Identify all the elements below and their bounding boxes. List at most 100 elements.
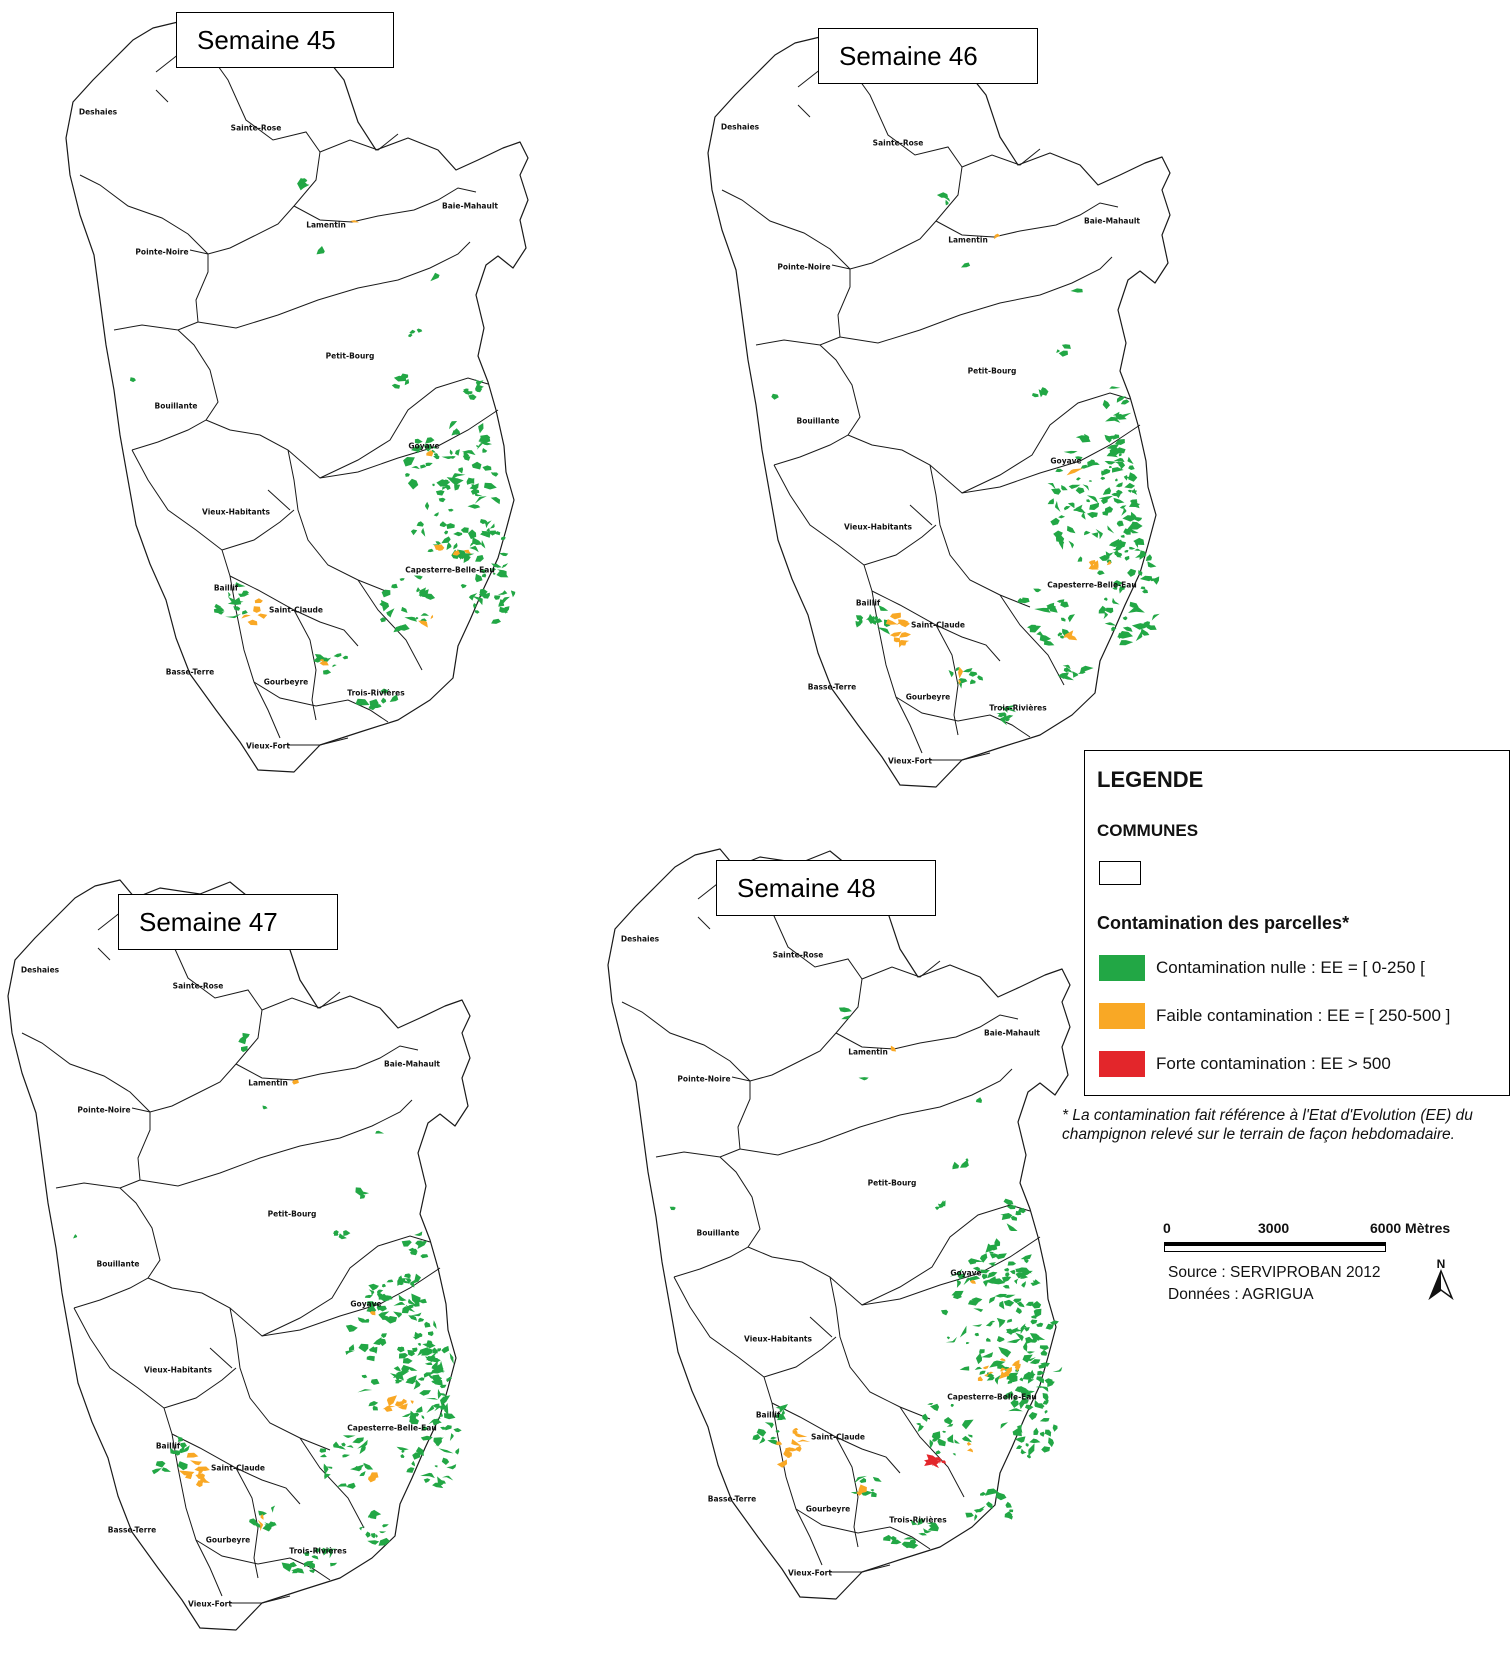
plot-contamination-nulle (482, 448, 488, 453)
commune-label-gourbeyre: Gourbeyre (905, 692, 951, 702)
plot-contamination-nulle (989, 1251, 994, 1254)
plot-faible-contamination (178, 1470, 195, 1476)
plot-contamination-nulle (471, 595, 483, 606)
plot-contamination-nulle (771, 393, 779, 400)
plot-contamination-nulle (242, 610, 248, 615)
commune-boundary (79, 174, 209, 331)
plot-contamination-nulle (1016, 1267, 1032, 1274)
plot-contamination-nulle (427, 548, 434, 553)
plot-faible-contamination (796, 1439, 811, 1443)
plot-contamination-nulle (998, 1346, 1012, 1358)
plot-contamination-nulle (1017, 1424, 1023, 1433)
plot-contamination-nulle (1042, 1393, 1049, 1402)
plot-contamination-nulle (235, 582, 246, 588)
island-map-svg (607, 848, 1071, 1600)
plot-contamination-nulle (421, 1426, 429, 1431)
plot-contamination-nulle (1037, 1370, 1045, 1376)
commune-label-lamentin: Lamentin (306, 220, 346, 230)
plot-contamination-nulle (386, 608, 395, 618)
north-label: N (1437, 1257, 1446, 1271)
plot-contamination-nulle (441, 536, 451, 544)
plot-contamination-nulle (977, 675, 984, 681)
plot-contamination-nulle (497, 569, 507, 577)
plot-contamination-nulle (965, 1158, 969, 1162)
plot-contamination-nulle (1139, 550, 1147, 560)
commune-boundary (299, 1437, 365, 1529)
plot-forte-contamination (938, 1456, 942, 1464)
plot-contamination-nulle (969, 1275, 981, 1281)
commune-boundary (235, 1045, 419, 1081)
plot-contamination-nulle (425, 1356, 439, 1362)
commune-boundary (261, 1235, 431, 1337)
plot-faible-contamination (898, 640, 910, 648)
plot-contamination-nulle (1113, 457, 1125, 462)
plot-contamination-nulle (365, 1531, 371, 1538)
commune-label-vieux-fort: Vieux-Fort (188, 1599, 232, 1609)
plot-contamination-nulle (1061, 344, 1071, 349)
plot-contamination-nulle (303, 1551, 310, 1556)
plot-contamination-nulle (495, 563, 502, 568)
plot-faible-contamination (787, 1454, 792, 1458)
commune-boundary (999, 594, 1065, 686)
commune-boundary (895, 696, 1031, 738)
plot-contamination-nulle (1132, 488, 1138, 495)
plot-contamination-nulle (463, 554, 471, 563)
plot-contamination-nulle (433, 1320, 437, 1329)
plot-contamination-nulle (449, 421, 458, 430)
plot-contamination-nulle (342, 1454, 350, 1458)
plot-contamination-nulle (316, 246, 325, 255)
plot-faible-contamination (418, 620, 428, 628)
plot-contamination-nulle (1044, 1410, 1048, 1414)
plot-contamination-nulle (1033, 1427, 1039, 1435)
plot-contamination-nulle (366, 1355, 375, 1362)
plot-contamination-nulle (945, 1336, 957, 1343)
plot-contamination-nulle (475, 573, 483, 583)
commune-label-baillif: Baillif (213, 583, 239, 593)
plot-contamination-nulle (770, 1436, 777, 1440)
commune-label-capesterre: Capesterre-Belle-Eau (405, 565, 495, 575)
plot-forte-contamination (932, 1463, 939, 1469)
plot-contamination-nulle (1014, 1436, 1026, 1443)
plot-contamination-nulle (73, 1234, 78, 1239)
commune-boundary (235, 1467, 259, 1579)
plot-contamination-nulle (1139, 575, 1153, 582)
plot-contamination-nulle (1025, 1336, 1033, 1344)
plot-contamination-nulle (1043, 640, 1055, 646)
plot-contamination-nulle (1120, 399, 1130, 405)
plot-faible-contamination (195, 1480, 203, 1488)
plot-contamination-nulle (955, 667, 959, 672)
plot-contamination-nulle (942, 1430, 946, 1433)
plot-contamination-nulle (1042, 1399, 1049, 1405)
plot-contamination-nulle (980, 1269, 990, 1274)
plot-contamination-nulle (379, 601, 386, 606)
plot-contamination-nulle (449, 1433, 454, 1441)
commune-label-goyave: Goyave (350, 1299, 382, 1309)
plot-contamination-nulle (177, 1461, 188, 1471)
plot-contamination-nulle (440, 1426, 447, 1430)
plot-faible-contamination (890, 1045, 897, 1052)
plot-faible-contamination (1001, 1370, 1010, 1379)
plot-faible-contamination (253, 606, 261, 613)
plot-faible-contamination (966, 1442, 972, 1446)
commune-boundary (835, 1436, 859, 1548)
plot-contamination-nulle (482, 465, 492, 471)
plot-contamination-nulle (444, 530, 449, 535)
plot-contamination-nulle (1016, 1445, 1023, 1449)
plot-contamination-nulle (1031, 1315, 1037, 1319)
plot-faible-contamination (969, 1279, 976, 1284)
plot-contamination-nulle (1028, 1390, 1035, 1393)
plot-contamination-nulle (931, 1431, 941, 1441)
plot-contamination-nulle (442, 1475, 454, 1481)
commune-boundary (139, 1099, 413, 1187)
plot-contamination-nulle (926, 1522, 938, 1528)
plot-contamination-nulle (1029, 625, 1042, 633)
plot-contamination-nulle (1077, 556, 1083, 562)
commune-label-vieux-fort: Vieux-Fort (888, 756, 932, 766)
commune-label-vieux-fort: Vieux-Fort (246, 741, 290, 751)
plot-contamination-nulle (395, 1380, 400, 1384)
legend-label-nulle: Contamination nulle : EE = [ 0-250 [ (1156, 958, 1425, 977)
commune-label-baie-mahault: Baie-Mahault (984, 1028, 1040, 1038)
commune-boundary (961, 392, 1131, 494)
commune-boundary (131, 329, 219, 451)
plot-contamination-nulle (425, 1398, 439, 1400)
